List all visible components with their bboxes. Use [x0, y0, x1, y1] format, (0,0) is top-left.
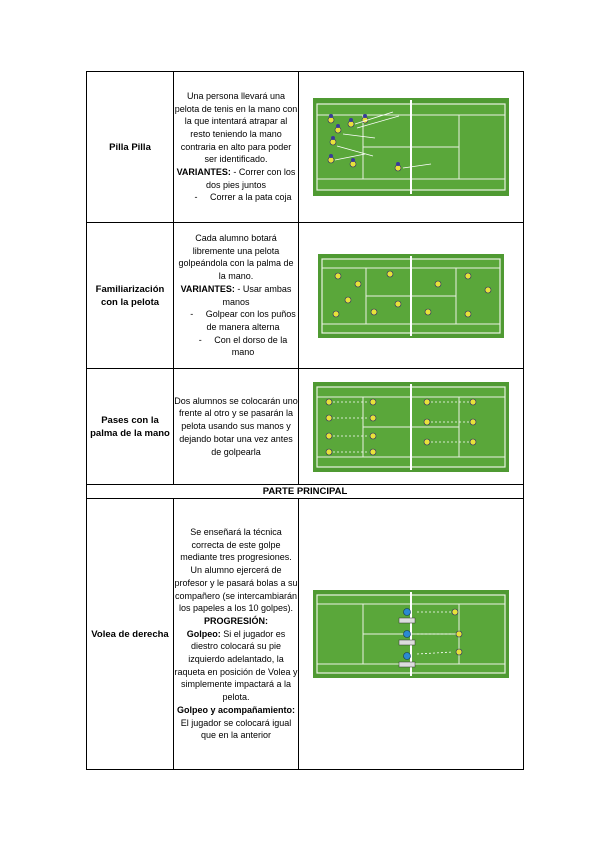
golpeo2-text: El jugador se colocará igual que en la a…: [180, 717, 292, 741]
tennis-court-bouncing-drill-icon: [318, 253, 504, 338]
tennis-court-passing-drill-icon: [313, 381, 509, 472]
variant-text: - Usar ambas manos: [222, 283, 292, 307]
progression-label: PROGRESIÓN:: [203, 615, 268, 626]
tennis-court-volley-drill-icon: [313, 590, 509, 678]
drill-figure-cell: [298, 498, 524, 770]
description-text: Se enseñará la técnica correcta de este …: [174, 527, 298, 614]
tennis-court-chase-drill-icon: [313, 98, 509, 196]
variant-item: - Correr a la pata coja: [194, 192, 292, 203]
activity-description: Se enseñará la técnica correcta de este …: [173, 498, 299, 770]
activity-description: Cada alumno botará libremente una pelota…: [173, 222, 299, 369]
variants-label: VARIANTES:: [180, 283, 235, 294]
activity-name: Pilla Pilla: [86, 71, 174, 223]
activity-name: Volea de derecha: [86, 498, 174, 770]
variant-item: - Golpear con los puños de manera altern…: [190, 309, 296, 332]
section-title: PARTE PRINCIPAL: [86, 484, 524, 499]
variants-label: VARIANTES:: [176, 167, 231, 178]
description-text: Una persona llevará una pelota de tenis …: [174, 90, 298, 165]
activity-name: Familiarización con la pelota: [86, 222, 174, 369]
golpeo2-label: Golpeo y acompañamiento:: [176, 704, 296, 715]
table-row: Volea de derecha Se enseñará la técnica …: [86, 498, 524, 770]
activity-name: Pases con la palma de la mano: [86, 368, 174, 485]
activity-description: Dos alumnos se colocarán uno frente al o…: [173, 368, 299, 485]
table-row: Familiarización con la pelota Cada alumn…: [86, 222, 524, 369]
lesson-table: Pilla Pilla Una persona llevará una pelo…: [86, 71, 524, 770]
table-row: Pases con la palma de la mano Dos alumno…: [86, 368, 524, 485]
golpeo-label: Golpeo:: [186, 628, 221, 639]
variant-item: - Con el dorso de la mano: [198, 334, 288, 358]
drill-figure-cell: [298, 222, 524, 369]
section-row: PARTE PRINCIPAL: [86, 484, 524, 499]
activity-description: Una persona llevará una pelota de tenis …: [173, 71, 299, 223]
table-row: Pilla Pilla Una persona llevará una pelo…: [86, 71, 524, 223]
golpeo-text: Si el jugador es diestro colocará su pie…: [174, 628, 298, 703]
description-text: Cada alumno botará libremente una pelota…: [178, 232, 294, 282]
drill-figure-cell: [298, 71, 524, 223]
variant-text: - Correr con los dos pies juntos: [205, 167, 296, 190]
drill-figure-cell: [298, 368, 524, 485]
